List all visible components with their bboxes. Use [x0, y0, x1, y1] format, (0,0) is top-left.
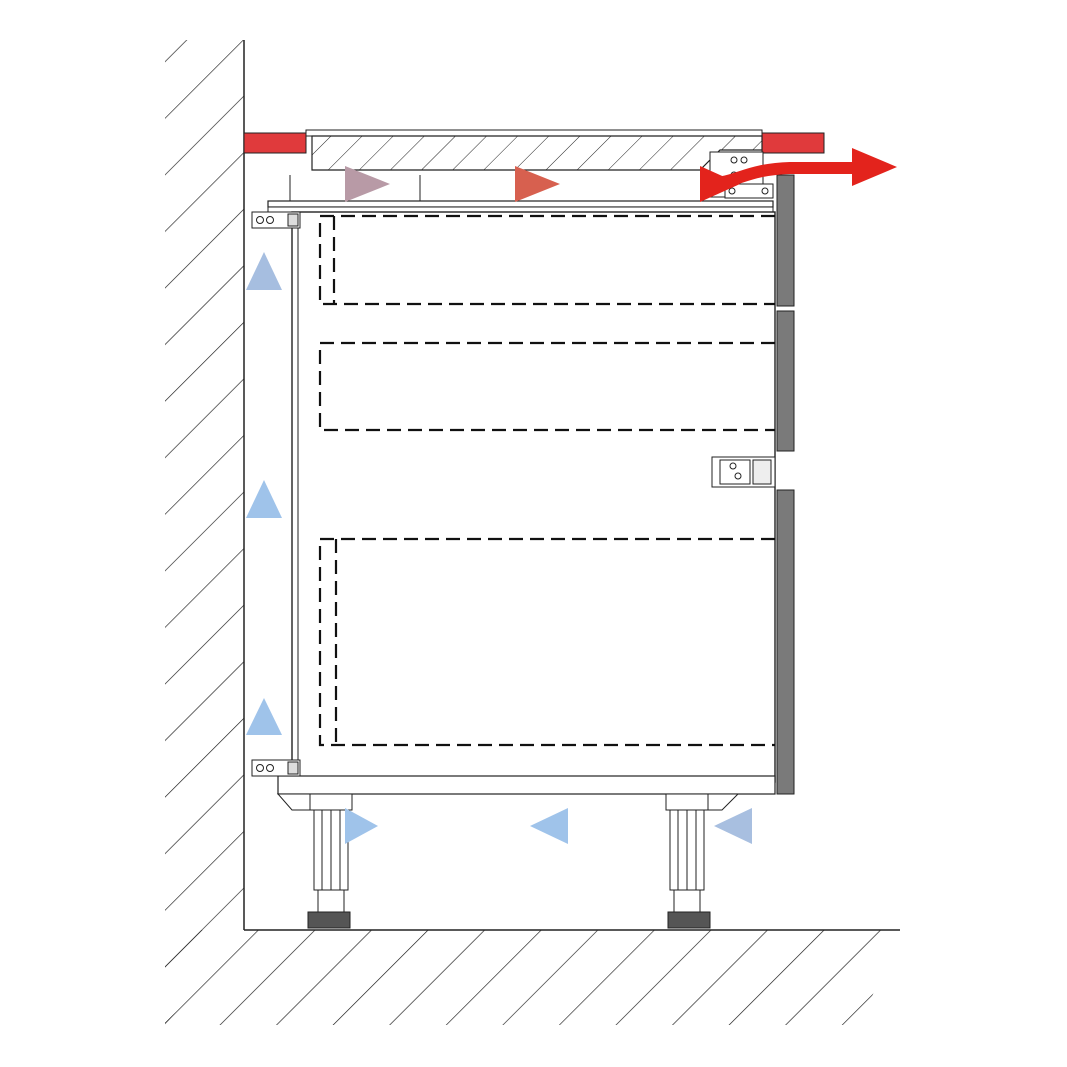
- front-panel-middle: [776, 310, 795, 452]
- front-panel-bottom: [776, 489, 795, 795]
- front-panels: [776, 174, 795, 795]
- drawer-bottom: [318, 537, 775, 747]
- arrow-left-1: [345, 808, 378, 844]
- arrow-up-1: [246, 698, 282, 735]
- leg-left: [276, 793, 353, 929]
- drawer-middle: [318, 341, 775, 432]
- floor: [165, 929, 900, 1025]
- leg-right: [665, 793, 740, 929]
- arrow-up-2: [246, 480, 282, 518]
- arrow-right-1: [345, 166, 390, 202]
- arrow-right-3: [700, 166, 740, 202]
- airflow-intake: [258, 808, 826, 844]
- wall: [165, 40, 245, 1025]
- arrow-up-3: [246, 252, 282, 290]
- airflow-exhaust: [258, 148, 897, 202]
- front-panel-top: [776, 174, 795, 307]
- arrow-left-2: [530, 808, 568, 844]
- countertop: [243, 129, 825, 171]
- hinge-bracket: [711, 456, 776, 488]
- arrow-right-2: [515, 166, 560, 202]
- arrow-right-exit: [852, 148, 897, 186]
- airflow-riser: [246, 184, 282, 826]
- drawer-top: [318, 214, 775, 306]
- cabinet-body: [277, 211, 776, 795]
- arrow-left-3: [714, 808, 752, 844]
